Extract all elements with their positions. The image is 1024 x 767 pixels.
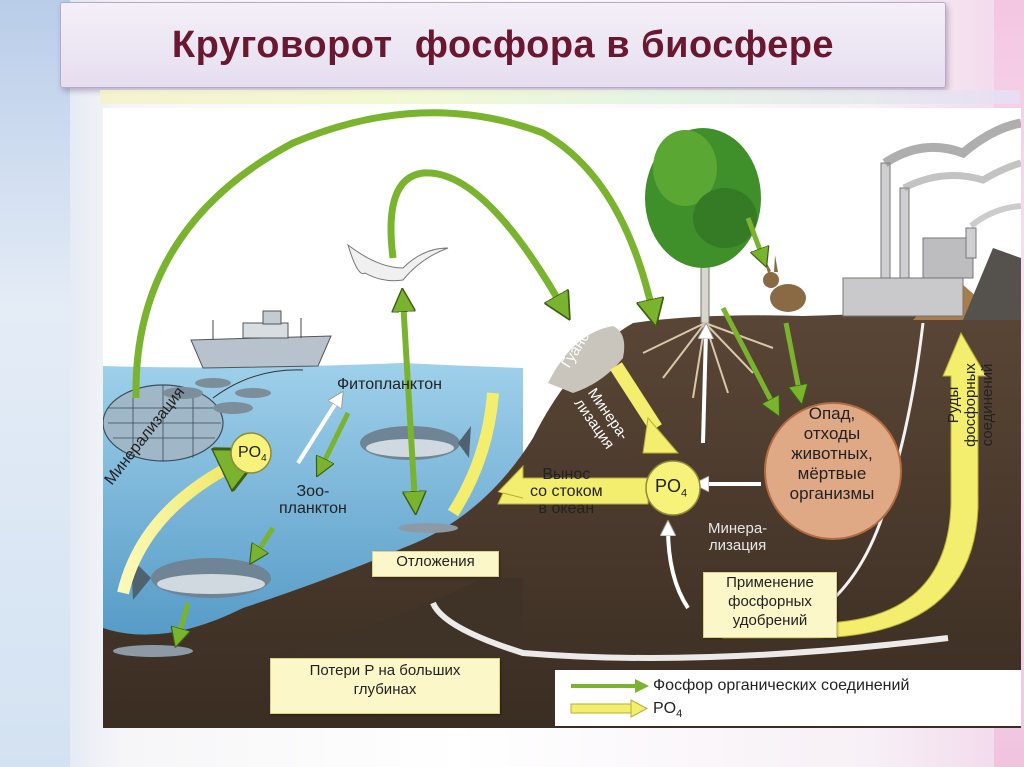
birch-tree <box>642 128 774 399</box>
arrow-white <box>668 528 690 610</box>
tuna-fish <box>131 558 271 600</box>
bottom-fish <box>398 523 458 533</box>
arrow-organic-p <box>783 322 800 395</box>
arrow-po4 <box>117 460 243 595</box>
litter-circle <box>764 402 902 540</box>
arrow-po4 <box>447 392 499 517</box>
bottom-fish <box>113 645 193 657</box>
label-po4-sea: PO4 <box>238 444 267 465</box>
legend-swatches <box>570 679 649 718</box>
fish-school <box>163 378 271 414</box>
label-zooplankton: Зоо-планктон <box>279 483 347 517</box>
seagull <box>347 243 449 282</box>
label-phytoplankton: Фитопланктон <box>337 376 442 393</box>
legend: Фосфор органических соединений PO4 <box>555 670 1021 726</box>
arrow-organic-p <box>745 217 763 258</box>
arrow-white <box>703 331 706 444</box>
arrow-po4-head <box>642 416 680 454</box>
coal-heap <box>963 248 1021 320</box>
title-banner: Круговорот фосфора в биосфере <box>60 2 946 88</box>
arrow-po4 <box>610 362 662 432</box>
guano-mound <box>548 326 625 393</box>
arrow-organic-p <box>255 526 276 556</box>
label-mineralization-soil: Минера-лизация <box>708 520 768 554</box>
factory <box>842 118 1021 317</box>
slide-title: Круговорот фосфора в биосфере <box>171 23 835 66</box>
arrow-po4-ores <box>722 331 987 639</box>
sea-floor <box>103 578 523 671</box>
legend-organic-label: Фосфор органических соединений <box>653 677 910 694</box>
arrow-organic-p <box>387 169 563 308</box>
arrow-organic-p <box>321 411 351 468</box>
hare <box>763 255 806 312</box>
arrow-sediment <box>430 601 949 661</box>
label-po4-land: PO4 <box>655 476 688 500</box>
arrow-organic-p <box>403 300 415 503</box>
po4-circle-sea <box>230 432 272 474</box>
arrow-white <box>296 398 339 465</box>
po4-circle-land <box>645 460 701 516</box>
legend-po4-label: PO4 <box>653 700 683 721</box>
slide-background-left <box>0 0 70 767</box>
label-sediments: Отложения <box>372 551 499 577</box>
fishing-net <box>103 369 304 462</box>
arrow-organic-p <box>720 306 775 408</box>
arrow-organic-p <box>178 602 191 638</box>
arrow-organic-p <box>132 109 653 399</box>
fishing-ship <box>190 310 332 369</box>
decorative-stripe <box>100 90 1020 104</box>
